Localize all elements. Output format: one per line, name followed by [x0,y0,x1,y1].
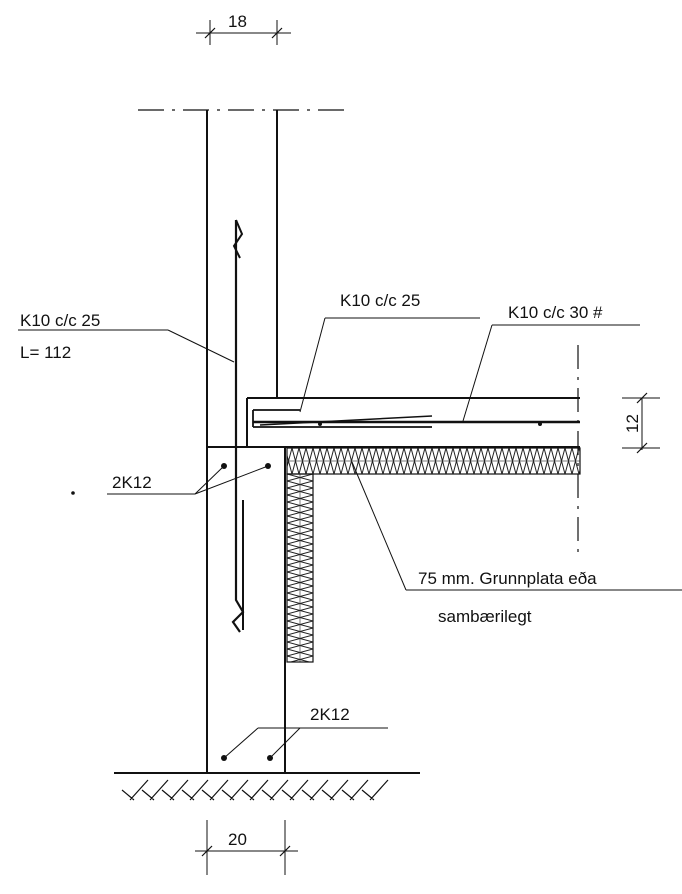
leader-lines [18,317,682,759]
insulation-vertical [286,473,314,663]
label-wall-rebar: K10 c/c 25 [20,311,100,330]
dimension-wall-top: 18 [196,12,291,45]
stray-dot [71,491,75,495]
dimension-slab-thickness-label: 12 [623,414,642,433]
dimension-slab-thickness: 12 [622,392,660,454]
dimension-foundation-bottom: 20 [195,820,298,875]
wall-outline [206,110,286,773]
wall-rebar [231,219,245,633]
label-bars-upper: 2K12 [112,473,152,492]
label-slab-mesh: K10 c/c 30 # [508,303,603,322]
floor-slab [207,397,580,448]
bar-dots-lower [221,755,273,761]
label-wall-rebar-length: L= 112 [20,343,71,362]
label-corner-rebar: K10 c/c 25 [340,291,420,310]
dimension-foundation-bottom-label: 20 [228,830,247,849]
ground-line [114,772,420,801]
dimension-wall-top-label: 18 [228,12,247,31]
label-insulation-equivalent: sambærilegt [438,607,532,626]
label-bars-lower: 2K12 [310,705,350,724]
insulation-horizontal [286,447,581,475]
label-insulation: 75 mm. Grunnplata eða [418,569,597,588]
